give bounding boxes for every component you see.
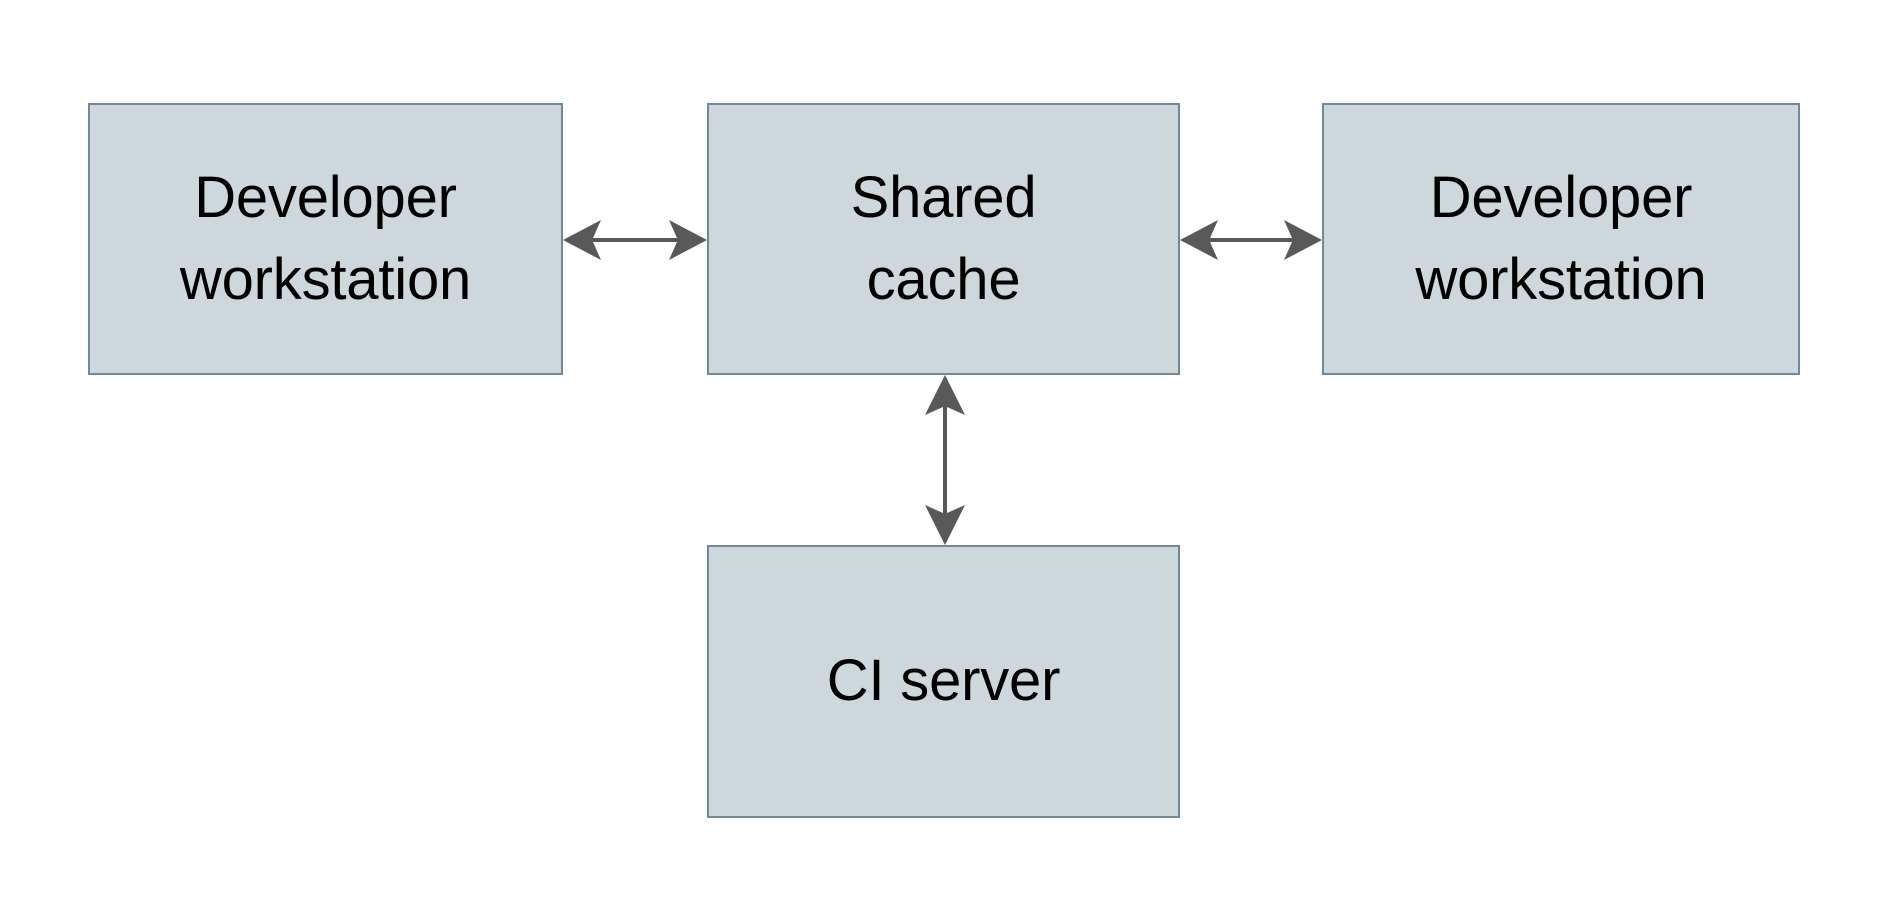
double-headed-arrow-icon — [1180, 220, 1322, 260]
edge-shared-cache-to-developer-workstation-right — [1178, 214, 1324, 266]
node-label: Developer workstation — [1415, 164, 1707, 312]
node-label: Developer workstation — [179, 164, 472, 312]
double-headed-arrow-icon — [925, 375, 965, 545]
node-developer-workstation-right[interactable]: Developer workstation — [1322, 103, 1800, 375]
edge-developer-workstation-left-to-shared-cache — [561, 214, 709, 266]
double-headed-arrow-icon — [563, 220, 707, 260]
node-label: CI server — [826, 648, 1061, 714]
node-developer-workstation-left[interactable]: Developer workstation — [88, 103, 563, 375]
edge-shared-cache-to-ci-server — [919, 373, 971, 547]
node-ci-server[interactable]: CI server — [707, 545, 1180, 818]
node-shared-cache[interactable]: Shared cache — [707, 103, 1180, 375]
node-label: Shared cache — [850, 164, 1037, 312]
